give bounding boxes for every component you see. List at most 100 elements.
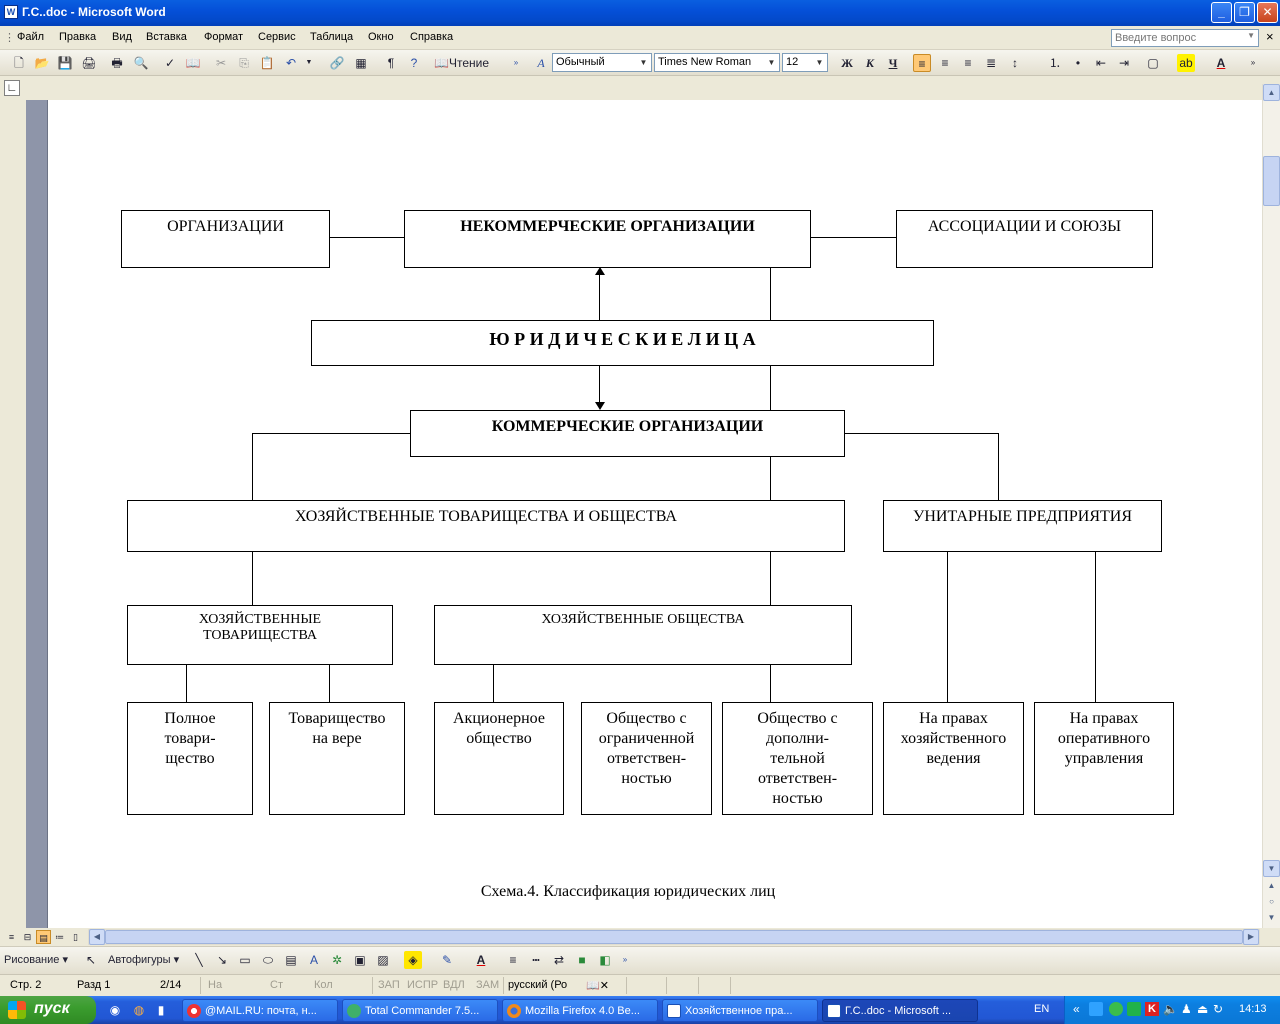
spelling-status-icon[interactable]: 📖✕	[586, 980, 609, 992]
print-preview-icon[interactable]: 🔍	[133, 56, 149, 70]
vertical-ruler[interactable]	[26, 100, 48, 928]
line-spacing-icon[interactable]: ↕	[1012, 56, 1018, 70]
select-objects-icon[interactable]: ↖	[85, 953, 97, 967]
task-word-active[interactable]: Г.С..doc - Microsoft ...	[822, 999, 978, 1022]
italic-button[interactable]: К	[865, 56, 875, 70]
cut-icon[interactable]: ✂	[215, 56, 227, 70]
horizontal-scrollbar[interactable]: ◀ ▶	[88, 929, 1260, 945]
clock[interactable]: 14:13	[1239, 1003, 1267, 1015]
menu-help[interactable]: Справка	[410, 31, 454, 43]
task-mail[interactable]: @MAIL.RU: почта, н...	[182, 999, 338, 1022]
underline-button[interactable]: Ч	[888, 56, 898, 70]
table-icon[interactable]: ▦	[355, 56, 367, 70]
antivirus-icon[interactable]: K	[1145, 1002, 1159, 1016]
volume-icon[interactable]: 🔈	[1163, 1002, 1178, 1016]
print-layout-icon[interactable]: ▤	[36, 930, 51, 944]
vertical-scrollbar[interactable]: ▲ ▼ ▲ ○ ▼	[1262, 84, 1280, 928]
language-indicator[interactable]: EN	[1034, 1003, 1050, 1015]
undo-icon[interactable]: ↶	[285, 56, 297, 70]
title-bar[interactable]: W Г.С..doc - Microsoft Word _ ❐ ✕	[0, 0, 1280, 26]
web-view-icon[interactable]: ⊟	[23, 932, 32, 942]
line-style-icon[interactable]: ≡	[509, 953, 517, 967]
menu-file[interactable]: Файл	[17, 31, 45, 43]
firefox-quicklaunch-icon[interactable]: ◍	[133, 1003, 145, 1017]
font-size-select[interactable]: 12 ▼	[782, 53, 828, 72]
menu-format[interactable]: Формат	[204, 31, 244, 43]
numbering-icon[interactable]: ⒈	[1048, 56, 1061, 70]
help-icon[interactable]: ?	[410, 56, 418, 70]
spelling-icon[interactable]: ✓	[164, 56, 176, 70]
font-color-icon[interactable]: A	[476, 953, 486, 967]
clip-art-icon[interactable]: ▣	[354, 953, 366, 967]
oval-icon[interactable]: ⬭	[262, 953, 274, 967]
reading-view-icon[interactable]: ▯	[73, 932, 78, 942]
shadow-style-icon[interactable]: ■	[578, 953, 586, 967]
chevron-down-icon[interactable]: ▼	[1247, 31, 1255, 40]
save-icon[interactable]: 💾	[57, 56, 73, 70]
reading-mode-button[interactable]: 📖Чтение	[434, 54, 494, 72]
toolbar-options-icon[interactable]: »	[622, 955, 628, 964]
menu-window[interactable]: Окно	[368, 31, 394, 43]
status-language[interactable]: русский (Ро	[508, 979, 568, 991]
maximize-button[interactable]: ❐	[1234, 2, 1255, 23]
document-page[interactable]: ОРГАНИЗАЦИИ НЕКОММЕРЧЕСКИЕ ОРГАНИЗАЦИИ А…	[48, 100, 1262, 928]
line-color-icon[interactable]: ✎	[441, 953, 453, 967]
status-overtype[interactable]: ЗАМ	[476, 979, 500, 991]
open-folder-icon[interactable]: 📂	[34, 56, 50, 70]
diagram-icon[interactable]: ✲	[331, 953, 343, 967]
menu-view[interactable]: Вид	[112, 31, 132, 43]
toolbar-options-icon[interactable]: »	[513, 58, 519, 67]
task-total-commander[interactable]: Total Commander 7.5...	[342, 999, 498, 1022]
menu-edit[interactable]: Правка	[59, 31, 97, 43]
rectangle-icon[interactable]: ▭	[239, 953, 251, 967]
start-button[interactable]: пуск	[0, 996, 96, 1024]
style-select[interactable]: Обычный ▼	[552, 53, 652, 72]
hyperlink-icon[interactable]: 🔗	[329, 56, 345, 70]
desktop-quicklaunch-icon[interactable]: ▮	[157, 1003, 165, 1017]
font-select[interactable]: Times New Roman ▼	[654, 53, 780, 72]
user-icon[interactable]: ♟	[1181, 1002, 1192, 1016]
task-word-document[interactable]: Хозяйственное пра...	[662, 999, 818, 1022]
undo-dropdown-icon[interactable]: ▼	[305, 59, 313, 66]
status-track[interactable]: ИСПР	[407, 979, 439, 991]
menu-tools[interactable]: Сервис	[258, 31, 296, 43]
wordart-icon[interactable]: A	[309, 953, 318, 967]
borders-icon[interactable]: ▢	[1147, 56, 1159, 70]
text-box-icon[interactable]: ▤	[285, 953, 297, 967]
arrow-icon[interactable]: ↘	[216, 953, 228, 967]
styles-pane-icon[interactable]: A	[537, 56, 545, 70]
tab-selector-icon[interactable]: ∟	[4, 80, 20, 96]
ask-question-input[interactable]: Введите вопрос ▼	[1111, 29, 1259, 47]
close-button[interactable]: ✕	[1257, 2, 1278, 23]
scroll-up-icon[interactable]: ▲	[1263, 84, 1280, 101]
scroll-thumb[interactable]	[1263, 156, 1280, 206]
tray-arrow-icon[interactable]: «	[1073, 1002, 1080, 1016]
close-document-icon[interactable]: ×	[1266, 29, 1274, 44]
scroll-down-icon[interactable]: ▼	[1263, 860, 1280, 877]
safely-remove-icon[interactable]: ⏏	[1197, 1002, 1209, 1016]
research-icon[interactable]: 📖	[185, 56, 201, 70]
update-icon[interactable]: ↻	[1213, 1002, 1224, 1016]
arrow-style-icon[interactable]: ⇄	[553, 953, 565, 967]
utility-icon[interactable]	[1127, 1002, 1141, 1016]
new-document-icon[interactable]: 🗋	[14, 56, 24, 70]
3d-style-icon[interactable]: ◧	[599, 953, 611, 967]
paste-icon[interactable]: 📋	[259, 56, 275, 70]
status-rec[interactable]: ЗАП	[378, 979, 400, 991]
align-left-icon[interactable]: ≡	[913, 54, 931, 72]
dash-style-icon[interactable]: ┅	[532, 953, 540, 967]
chrome-quicklaunch-icon[interactable]: ◉	[109, 1003, 121, 1017]
network-icon[interactable]	[1089, 1002, 1103, 1016]
picture-icon[interactable]: ▨	[377, 953, 389, 967]
previous-page-icon[interactable]: ▲	[1267, 881, 1276, 890]
word-app-icon[interactable]: W	[4, 5, 18, 19]
menu-insert[interactable]: Вставка	[146, 31, 187, 43]
permission-icon[interactable]: 🖨	[81, 56, 97, 70]
bold-button[interactable]: Ж	[841, 56, 853, 70]
toolbar-options-icon[interactable]: »	[1250, 58, 1256, 67]
font-color-icon[interactable]: A	[1216, 56, 1226, 70]
status-extend[interactable]: ВДЛ	[443, 979, 465, 991]
justify-icon[interactable]: ≣	[985, 56, 997, 70]
align-center-icon[interactable]: ≡	[941, 56, 949, 70]
minimize-button[interactable]: _	[1211, 2, 1232, 23]
